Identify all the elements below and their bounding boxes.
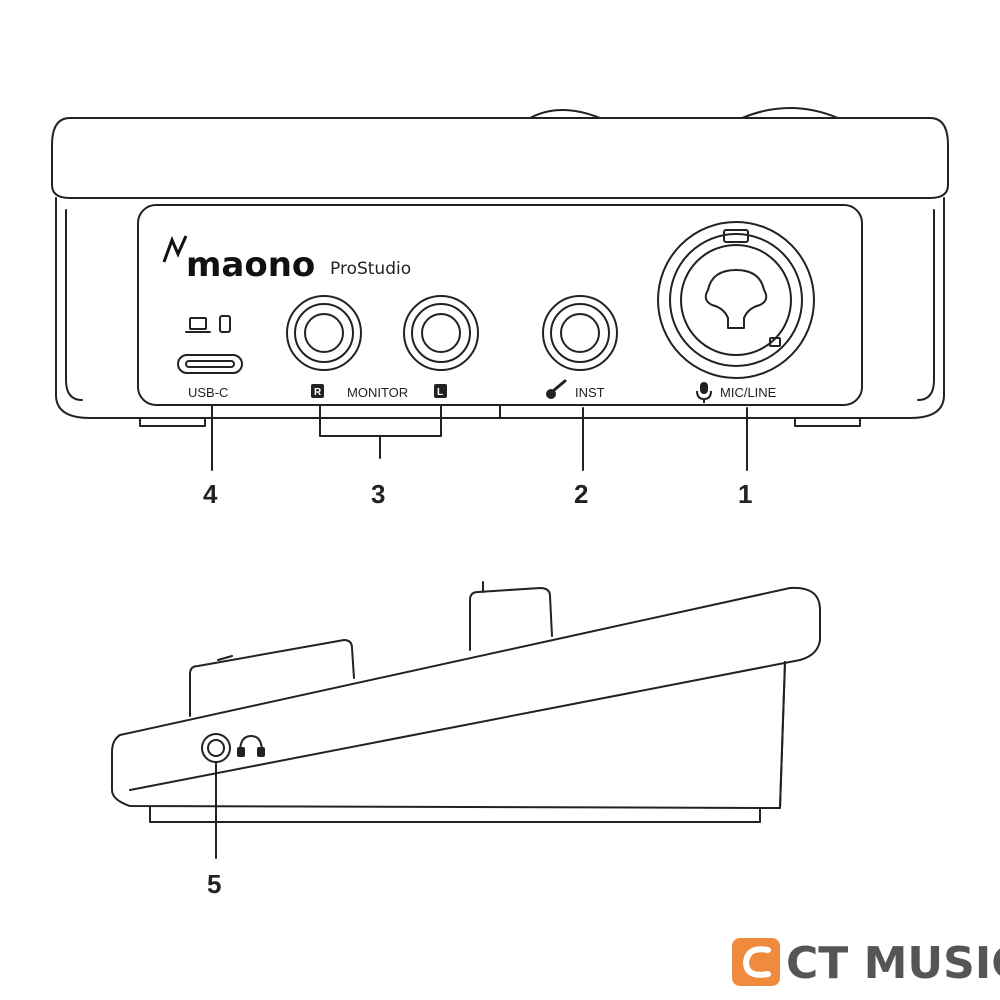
monitor-left-jack: [403, 295, 479, 371]
side-rear-knob: [469, 587, 553, 651]
callout-5: 5: [207, 869, 221, 899]
callout-3: 3: [371, 479, 385, 509]
headphones-icon: [237, 735, 265, 757]
svg-text:L: L: [437, 387, 443, 398]
monitor-left-badge: L: [434, 384, 447, 398]
brand-model: ProStudio: [330, 259, 411, 279]
front-panel: [137, 204, 863, 406]
monitor-label: MONITOR: [347, 385, 408, 400]
callout-2: 2: [574, 479, 588, 509]
inst-jack: [542, 295, 618, 371]
brand-name: maono: [186, 245, 315, 285]
callout-1: 1: [738, 479, 752, 509]
callout-4: 4: [203, 479, 218, 509]
phone-icon: [219, 315, 231, 333]
device-top-shell: [51, 117, 949, 199]
laptop-icon: [185, 317, 211, 333]
mic-line-label: MIC/LINE: [720, 385, 777, 400]
brand-logo-mark: [162, 235, 188, 263]
inst-label: INST: [575, 385, 605, 400]
svg-text:R: R: [314, 387, 322, 398]
usb-c-label: USB-C: [188, 385, 228, 400]
watermark-text: CT MUSIC: [786, 938, 1000, 989]
usb-c-port: [177, 354, 243, 374]
side-view: [111, 581, 821, 859]
monitor-right-jack: [286, 295, 362, 371]
monitor-right-badge: R: [311, 384, 324, 398]
side-front-knob: [189, 639, 355, 717]
headphone-jack: [201, 733, 231, 763]
front-view: [51, 107, 949, 471]
guitar-icon: [546, 379, 567, 399]
microphone-icon: [696, 382, 712, 403]
xlr-combo-jack: [657, 221, 815, 379]
watermark-logo-icon: [732, 938, 780, 986]
